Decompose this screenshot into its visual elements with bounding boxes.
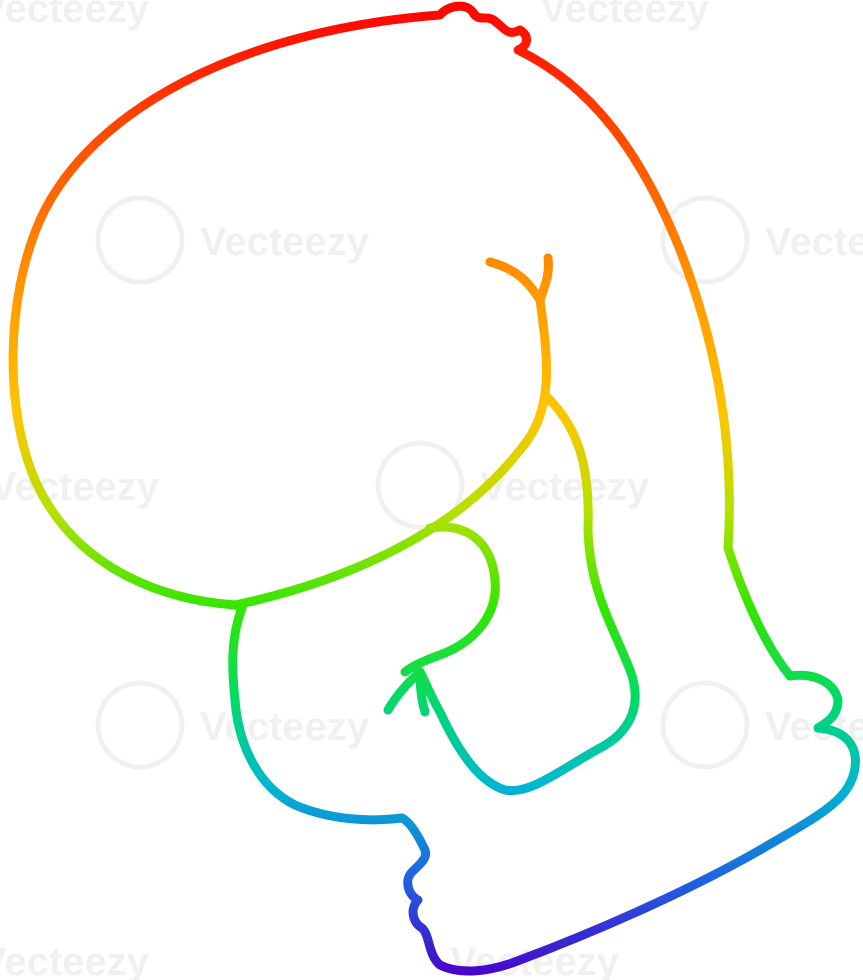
watermark-mark: Vecteezy	[0, 940, 150, 980]
svg-text:Vecteezy: Vecteezy	[0, 940, 150, 980]
watermark-mark: Vecteezy	[375, 440, 650, 530]
glove-palm-curve	[415, 393, 640, 796]
svg-text:Vecteezy: Vecteezy	[0, 465, 160, 509]
svg-text:Vecteezy: Vecteezy	[540, 0, 710, 31]
watermark-mark: Vecteezy	[660, 195, 863, 285]
svg-text:Vecteezy: Vecteezy	[200, 220, 370, 264]
glove-thumb-line	[230, 253, 553, 610]
watermark-mark: Vecteezy	[95, 680, 370, 770]
watermark-mark: Vecteezy	[0, 0, 150, 31]
svg-text:Vecteezy: Vecteezy	[0, 0, 150, 31]
svg-text:Vecteezy: Vecteezy	[765, 220, 863, 264]
glove-outline	[8, 1, 860, 976]
glove-finger-fold	[383, 522, 500, 717]
svg-text:Vecteezy: Vecteezy	[200, 705, 370, 749]
watermark-mark: Vecteezy	[95, 195, 370, 285]
watermark-mark: Vecteezy	[540, 0, 710, 31]
svg-text:Vecteezy: Vecteezy	[480, 465, 650, 509]
watermark-mark: Vecteezy	[0, 465, 160, 509]
